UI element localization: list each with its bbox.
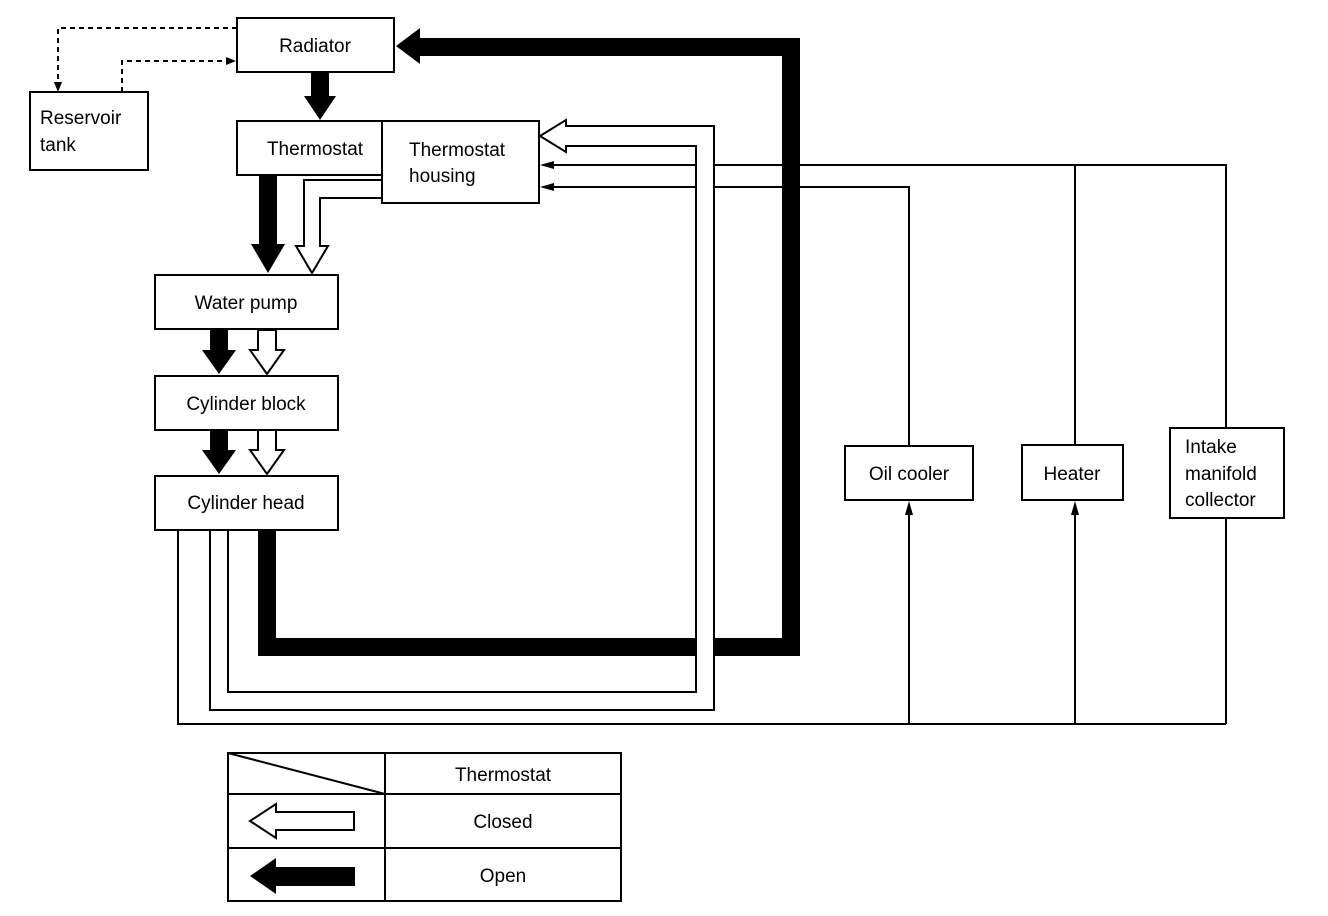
box-labels: Radiator Reservoir tank Thermostat Therm…: [40, 36, 1257, 514]
legend-table: Thermostat Closed Open: [227, 752, 622, 902]
heater-label: Heater: [1043, 464, 1101, 485]
legend-open-black-arrow: [250, 858, 355, 894]
intake-label-line1: Intake: [1185, 437, 1237, 458]
radiator-right-arrowhead: [226, 57, 236, 65]
housing-label-line1: Thermostat: [409, 140, 506, 161]
legend-open-label: Open: [480, 866, 526, 887]
intake-label-line2: manifold: [1185, 464, 1257, 485]
radiator-label: Radiator: [279, 36, 351, 57]
dashed-arrowheads: [54, 57, 236, 92]
reservoir-dashed-lines: [57, 27, 237, 92]
thermostat-to-pump-arrow: [251, 175, 285, 273]
block-to-head-black-arrow: [202, 430, 236, 474]
pump-to-block-black-arrow: [202, 330, 236, 374]
legend-border: [227, 752, 622, 902]
housing-arrowhead-oil: [540, 183, 554, 191]
cylinder-head-label: Cylinder head: [187, 493, 304, 514]
intake-label-line3: collector: [1185, 490, 1256, 511]
closed-flow-path: [209, 118, 715, 711]
water-pump-box: [154, 274, 339, 330]
thin-arrowheads: [540, 161, 1079, 515]
housing-label-line2: housing: [409, 166, 476, 187]
radiator-to-reservoir-line: [57, 27, 237, 84]
return-lines: [177, 164, 1227, 725]
radiator-to-thermostat-arrow: [304, 73, 336, 120]
block-to-head-hollow-arrow: [248, 429, 286, 476]
heater-return-line: [550, 164, 1076, 445]
reservoir-tank-box: [29, 91, 149, 171]
legend-header-diagonal: [227, 752, 386, 795]
heater-up-arrowhead: [1071, 501, 1079, 515]
cylinder-block-box: [154, 375, 339, 431]
water-pump-label: Water pump: [195, 293, 298, 314]
oil-cooler-box: [844, 445, 974, 501]
reservoir-label-line2: tank: [40, 135, 76, 156]
legend-closed-hollow-arrow: [248, 802, 355, 840]
head-to-housing-hollow-path: [209, 118, 715, 711]
intake-return-line: [1075, 164, 1227, 428]
bottom-return-line: [177, 530, 1226, 725]
housing-arrowhead-heater: [540, 161, 554, 169]
legend-header-label: Thermostat: [455, 765, 552, 786]
open-flow-path: [202, 28, 800, 656]
radiator-box: [236, 17, 395, 73]
heater-box: [1021, 444, 1124, 501]
reservoir-down-arrowhead: [54, 82, 62, 92]
thermostat-housing-box: [381, 120, 540, 204]
thermostat-label: Thermostat: [267, 139, 364, 160]
reservoir-label-line1: Reservoir: [40, 108, 122, 129]
reservoir-to-radiator-line: [121, 60, 225, 92]
legend-closed-label: Closed: [473, 812, 532, 833]
intake-manifold-collector-box: [1169, 427, 1285, 519]
housing-to-pump-hollow-arrow: [294, 179, 383, 275]
cylinder-head-box: [154, 475, 339, 531]
cylinder-block-label: Cylinder block: [186, 394, 306, 415]
oil-cooler-label: Oil cooler: [869, 464, 950, 485]
pump-to-block-hollow-arrow: [248, 329, 286, 376]
component-boxes: [29, 17, 1285, 531]
oil-cooler-return-line: [550, 186, 910, 446]
oil-cooler-up-arrowhead: [905, 501, 913, 515]
